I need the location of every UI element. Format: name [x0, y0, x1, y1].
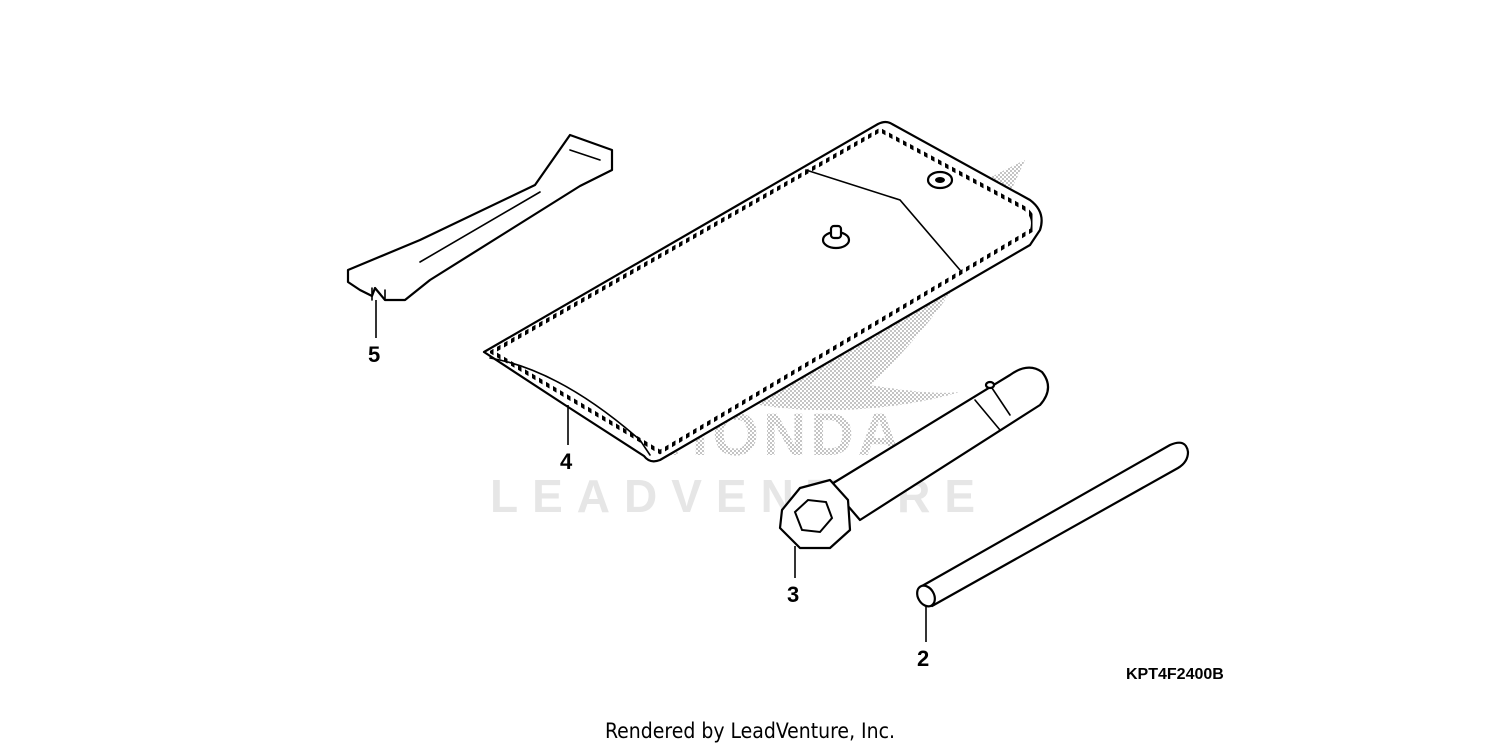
tool-bag-drawing: [482, 120, 1043, 463]
box-wrench-drawing: [778, 366, 1050, 550]
rendered-by-footer: Rendered by LeadVenture, Inc.: [605, 719, 895, 743]
spoke-wrench-drawing: [346, 133, 614, 302]
callout-2: 2: [917, 646, 929, 671]
diagram-code: KPT4F2400B: [1126, 666, 1224, 683]
callout-3: 3: [787, 582, 799, 607]
callout-4: 4: [560, 449, 573, 474]
callout-5: 5: [368, 342, 380, 367]
rod-drawing: [916, 441, 1190, 608]
